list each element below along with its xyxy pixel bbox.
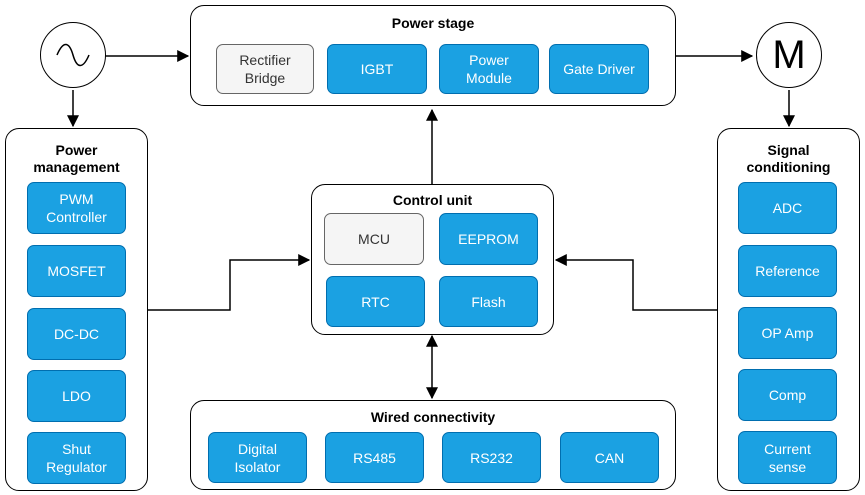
adc-block: ADC	[738, 182, 837, 234]
pwm-controller-block: PWM Controller	[27, 182, 126, 234]
shut-regulator-block: Shut Regulator	[27, 432, 126, 484]
power-stage-title: Power stage	[391, 15, 475, 31]
rtc-block: RTC	[326, 276, 425, 327]
control-unit-title: Control unit	[392, 192, 473, 208]
dc-dc-block: DC-DC	[27, 308, 126, 360]
motor-label: M	[772, 33, 806, 77]
wired-connectivity-title: Wired connectivity	[370, 409, 496, 425]
rs232-block: RS232	[442, 432, 541, 483]
motor: M	[756, 22, 822, 88]
ac-source	[40, 22, 106, 88]
rs485-block: RS485	[325, 432, 424, 483]
can-block: CAN	[560, 432, 659, 483]
signal-conditioning-to-control-arrow	[554, 254, 717, 311]
ac-sine-icon	[56, 43, 90, 67]
power-module-block: Power Module	[439, 44, 539, 94]
comp-block: Comp	[738, 369, 837, 421]
power-management-title: Power management	[33, 142, 120, 175]
igbt-block: IGBT	[327, 44, 427, 94]
mosfet-block: MOSFET	[27, 245, 126, 297]
rectifier-bridge-block: Rectifier Bridge	[216, 44, 314, 94]
flash-block: Flash	[439, 276, 538, 327]
signal-conditioning-title: Signal conditioning	[746, 142, 831, 175]
gate-driver-block: Gate Driver	[549, 44, 649, 94]
eeprom-block: EEPROM	[439, 213, 538, 265]
ldo-block: LDO	[27, 370, 126, 422]
power-management-to-control-arrow	[148, 254, 311, 311]
digital-isolator-block: Digital Isolator	[208, 432, 307, 483]
mcu-block: MCU	[324, 213, 424, 265]
reference-block: Reference	[738, 245, 837, 297]
current-sense-block: Current sense	[738, 431, 837, 484]
op-amp-block: OP Amp	[738, 307, 837, 359]
